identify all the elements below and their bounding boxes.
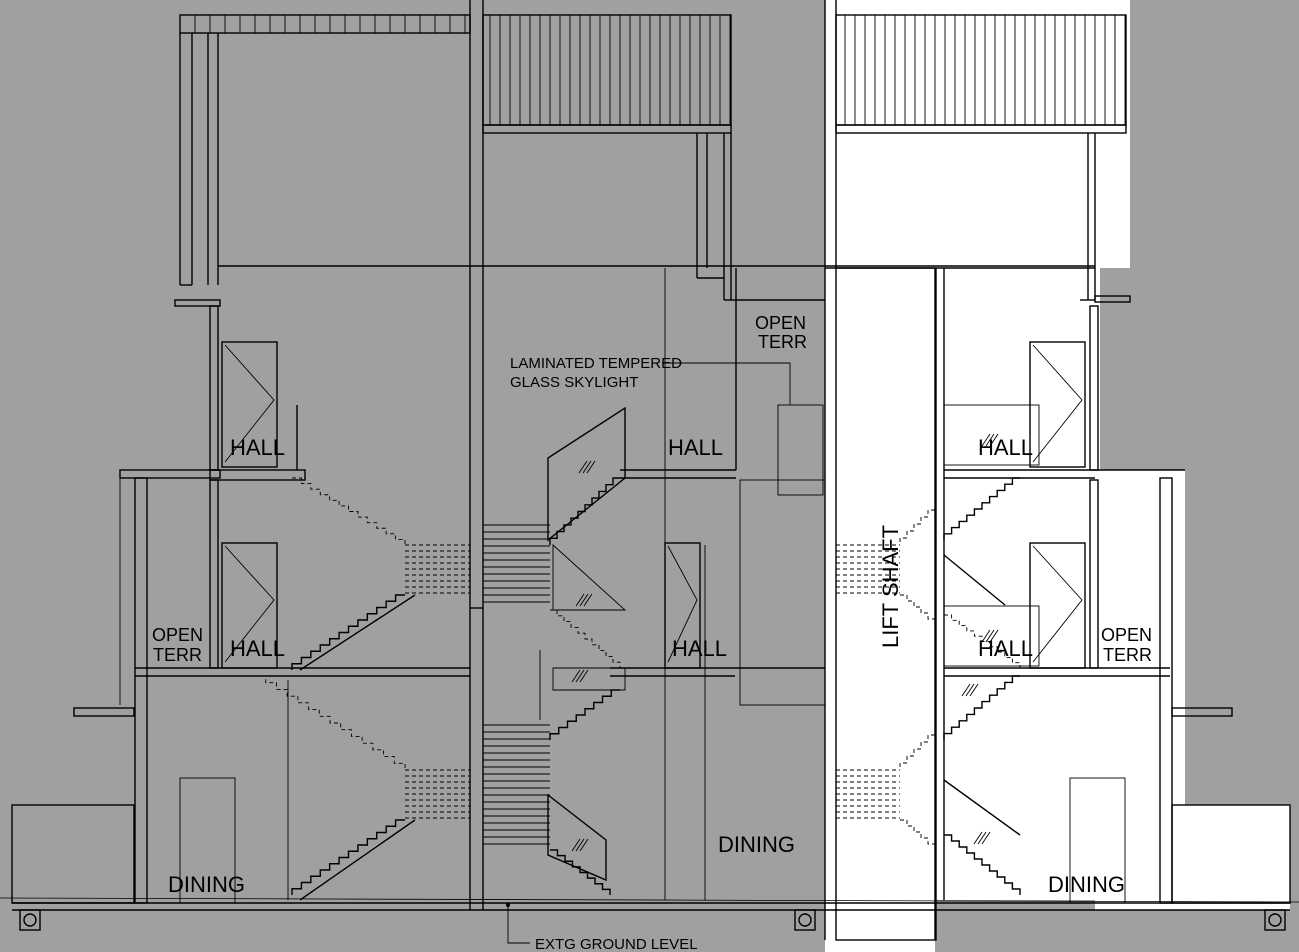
staircases	[255, 405, 1021, 901]
skylight-note-line1: LAMINATED TEMPERED	[510, 355, 682, 372]
open-terr-right-terr: TERR	[1103, 645, 1152, 665]
dining-label-right: DINING	[1048, 872, 1125, 897]
hall-label-center-upper: HALL	[668, 435, 723, 460]
open-terr-right-open: OPEN	[1101, 625, 1152, 645]
open-terr-top-terr: TERR	[758, 332, 807, 352]
roof-railing-left	[179, 14, 471, 34]
doors	[179, 341, 1126, 904]
dining-label-left: DINING	[168, 872, 245, 897]
dining-label-center: DINING	[718, 832, 795, 857]
highlighted-unit	[825, 0, 1290, 952]
roof-railing-center	[482, 14, 732, 134]
leader-lines	[506, 362, 791, 944]
open-terr-left-terr: TERR	[153, 645, 202, 665]
lift-shaft-label: LIFT SHAFT	[878, 525, 903, 648]
hall-label-center-lower: HALL	[672, 636, 727, 661]
hall-label-left-lower: HALL	[230, 636, 285, 661]
open-terr-top-open: OPEN	[755, 313, 806, 333]
hall-label-right-lower: HALL	[978, 636, 1033, 661]
skylight-glass	[547, 406, 1021, 882]
skylight-note-line2: GLASS SKYLIGHT	[510, 374, 638, 391]
hall-label-left-upper: HALL	[230, 435, 285, 460]
hall-label-right-upper: HALL	[978, 435, 1033, 460]
ground-level-note: EXTG GROUND LEVEL	[535, 936, 698, 952]
open-terr-left-open: OPEN	[152, 625, 203, 645]
